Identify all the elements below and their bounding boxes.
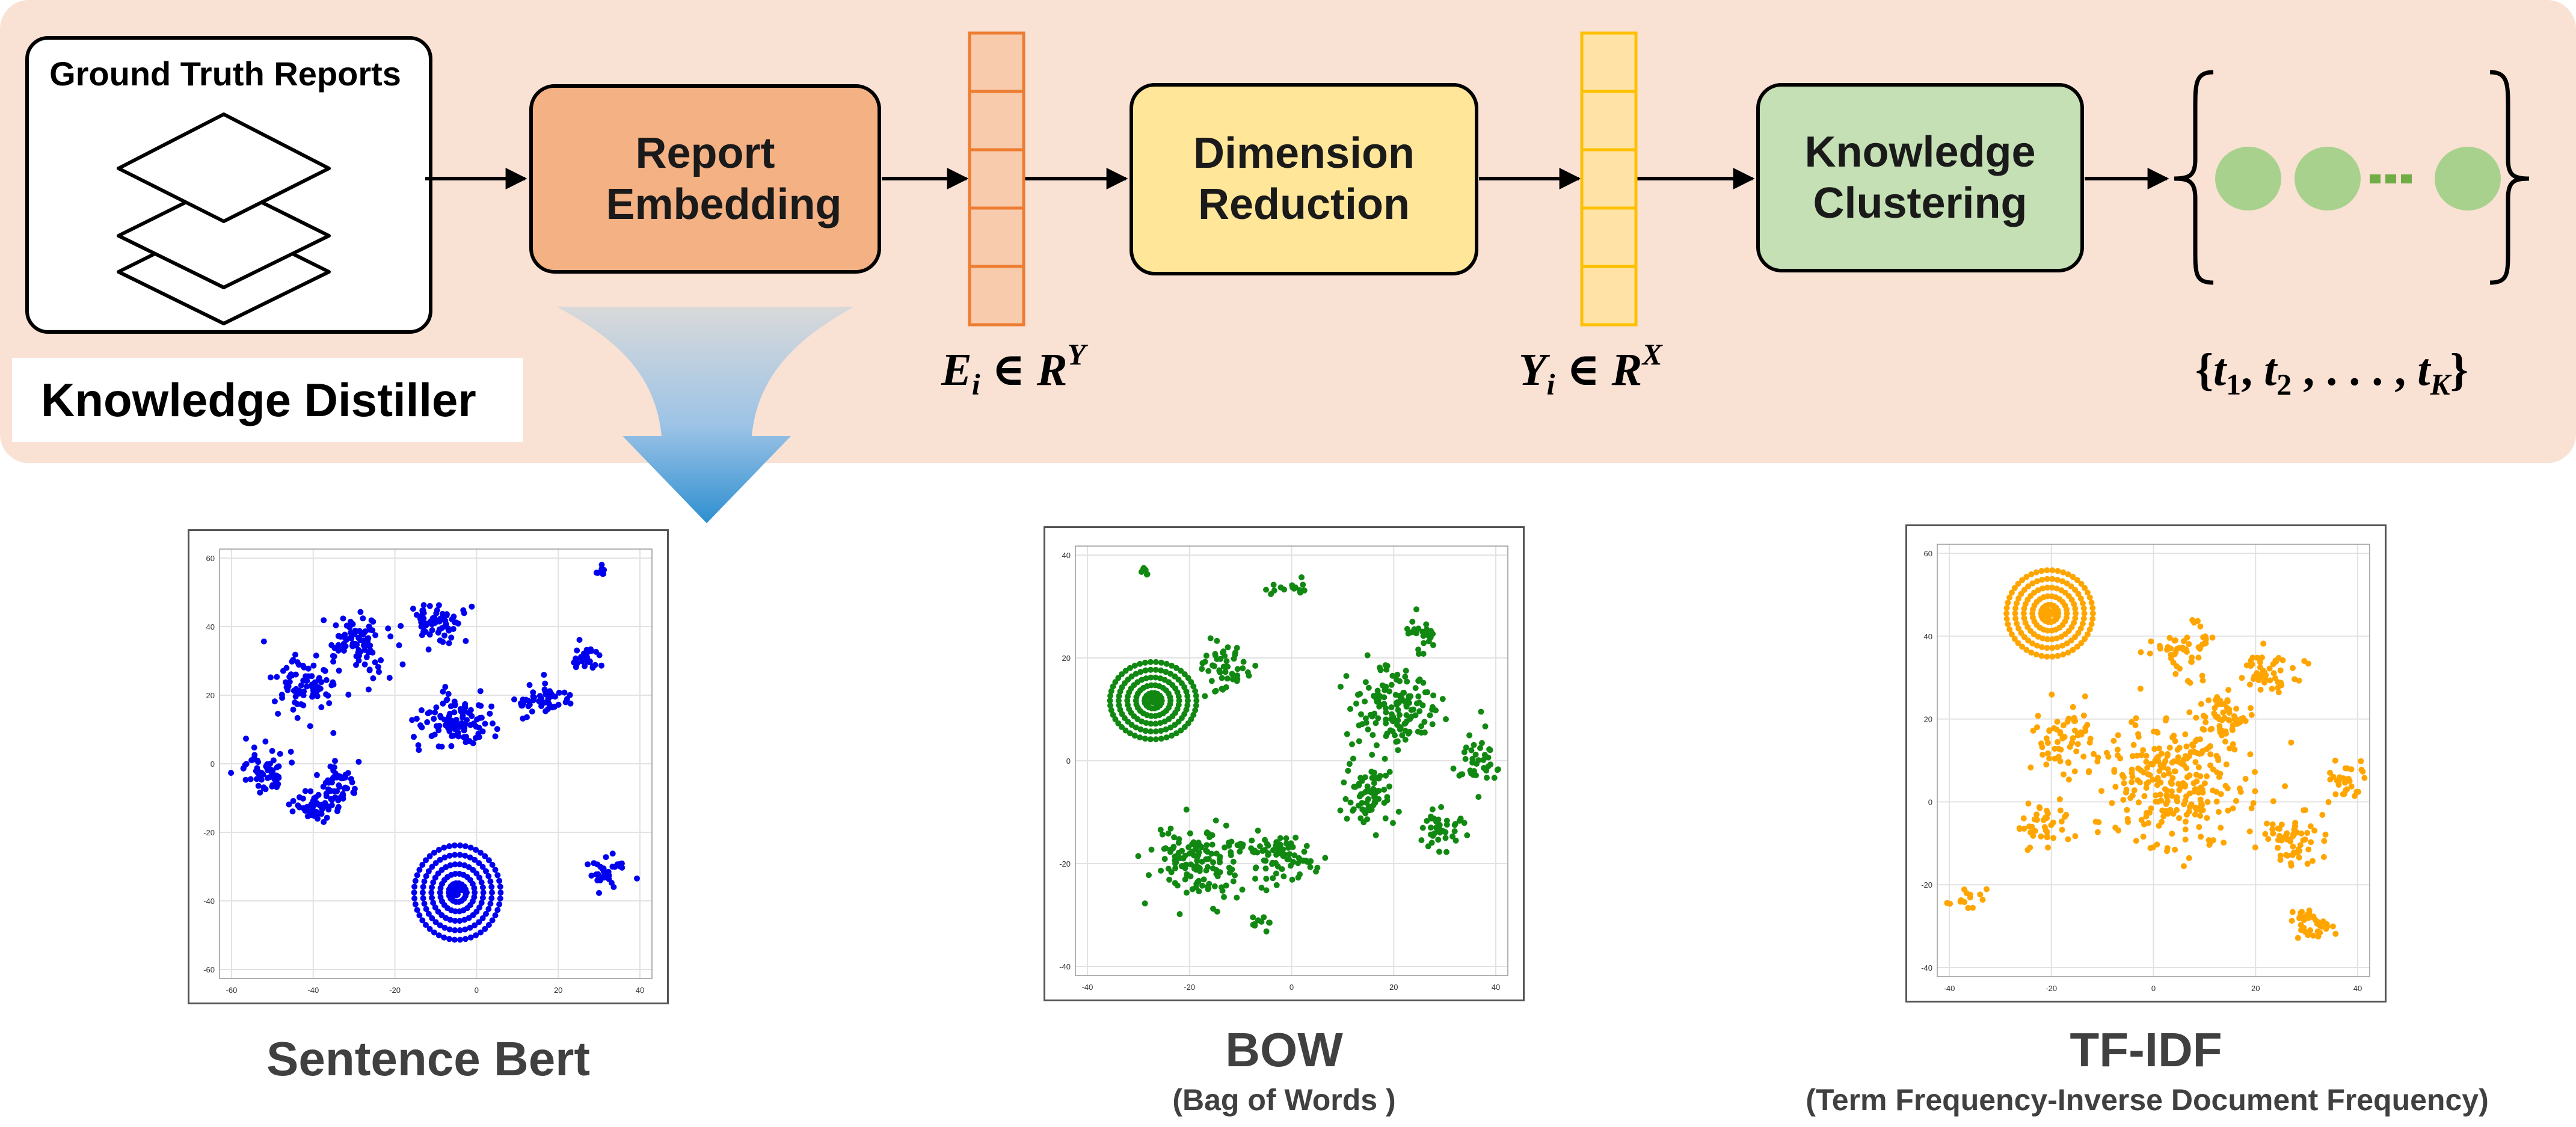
x-tick-label: 20: [554, 986, 562, 995]
x-tick-label: -60: [226, 986, 238, 995]
scatter-points: [1944, 567, 2368, 941]
y-tick-label: -40: [1059, 962, 1071, 971]
right-brace: [2489, 70, 2530, 285]
reduced-formula: Yi ∈ RX: [1519, 337, 1663, 401]
x-tick-label: 0: [475, 986, 479, 995]
y-tick-label: 0: [1066, 757, 1071, 766]
sentence-bert-title: Sentence Bert: [266, 1032, 590, 1086]
tfidf-subtitle: (Term Frequency-Inverse Document Frequen…: [1806, 1083, 2489, 1117]
tfidf-scatter: -40 -20 0 20 40 60 40 20 0 -20 -40: [1921, 544, 2370, 993]
y-tick-label: 20: [1924, 715, 1932, 724]
reduced-vector: [1580, 31, 1638, 327]
left-brace: [2174, 70, 2214, 285]
sentence-bert-plot: -60 -40 -20 0 20 40 60 40 20 0 -20 -40 -60: [188, 529, 669, 1004]
dimension-reduction-label: Dimension Reduction: [1193, 129, 1415, 229]
x-tick-label: -40: [307, 986, 319, 995]
tfidf-plot: -40 -20 0 20 40 60 40 20 0 -20 -40: [1905, 524, 2387, 1003]
x-tick-label: 20: [1389, 983, 1398, 992]
x-tick-label: -20: [2046, 984, 2057, 993]
y-tick-label: -40: [203, 897, 215, 906]
tfidf-title: TF-IDF: [2070, 1023, 2222, 1076]
bow-plot: -40 -20 0 20 40 40 20 0 -20 -40: [1044, 526, 1525, 1001]
y-tick-label: 60: [1924, 549, 1932, 558]
y-tick-label: 20: [1062, 654, 1071, 663]
scatter-points: [228, 562, 640, 943]
y-tick-label: -20: [1059, 859, 1071, 868]
x-tick-label: -20: [1184, 983, 1195, 992]
y-tick-label: 60: [206, 554, 215, 563]
report-embedding-label: Report Embedding: [606, 129, 842, 229]
y-tick-label: -60: [203, 965, 215, 974]
report-embedding-box: Report Embedding: [529, 84, 881, 274]
sentence-bert-scatter: -60 -40 -20 0 20 40 60 40 20 0 -20 -40 -60: [203, 548, 653, 995]
x-tick-label: -40: [1082, 983, 1093, 992]
scatter-points: [1107, 565, 1501, 935]
funnel-arrow: [556, 307, 854, 523]
x-tick-label: 0: [2151, 984, 2156, 993]
ellipsis-dashes: [2370, 174, 2412, 183]
x-tick-label: 40: [1492, 983, 1500, 992]
bow-title: BOW: [1225, 1023, 1343, 1076]
topics-formula: {t1, t2 , . . . , tK}: [2195, 345, 2468, 401]
x-tick-label: -40: [1944, 984, 1955, 993]
x-tick-label: 40: [636, 986, 644, 995]
ground-truth-reports-label: Ground Truth Reports: [49, 55, 401, 93]
embedding-vector: [968, 31, 1025, 327]
y-tick-label: 40: [206, 622, 215, 631]
y-tick-label: -20: [1921, 880, 1932, 889]
bow-scatter: -40 -20 0 20 40 40 20 0 -20 -40: [1059, 545, 1508, 992]
x-tick-label: 40: [2353, 984, 2362, 993]
cluster-dots: [2215, 147, 2501, 210]
y-tick-label: 0: [1928, 797, 1932, 806]
y-tick-label: 40: [1062, 551, 1071, 560]
dimension-reduction-box: Dimension Reduction: [1130, 83, 1478, 275]
knowledge-distiller-label: Knowledge Distiller: [12, 358, 523, 442]
x-tick-label: -20: [389, 986, 401, 995]
stacked-documents-icon: [117, 112, 331, 325]
embedding-formula: Ei ∈ RY: [941, 337, 1089, 401]
y-tick-label: -40: [1921, 963, 1932, 972]
pipeline-connectors: Ei ∈ RY Yi ∈ RX {t1, t2 , . . . , tK}: [425, 31, 2530, 523]
y-tick-label: 40: [1924, 632, 1932, 641]
bow-subtitle: (Bag of Words ): [1172, 1083, 1396, 1117]
knowledge-clustering-label: Knowledge Clustering: [1804, 127, 2036, 227]
x-tick-label: 20: [2251, 984, 2260, 993]
y-tick-label: -20: [203, 828, 215, 837]
x-tick-label: 0: [1290, 983, 1294, 992]
knowledge-clustering-box: Knowledge Clustering: [1756, 83, 2084, 272]
y-tick-label: 0: [211, 760, 215, 769]
y-tick-label: 20: [206, 691, 215, 700]
